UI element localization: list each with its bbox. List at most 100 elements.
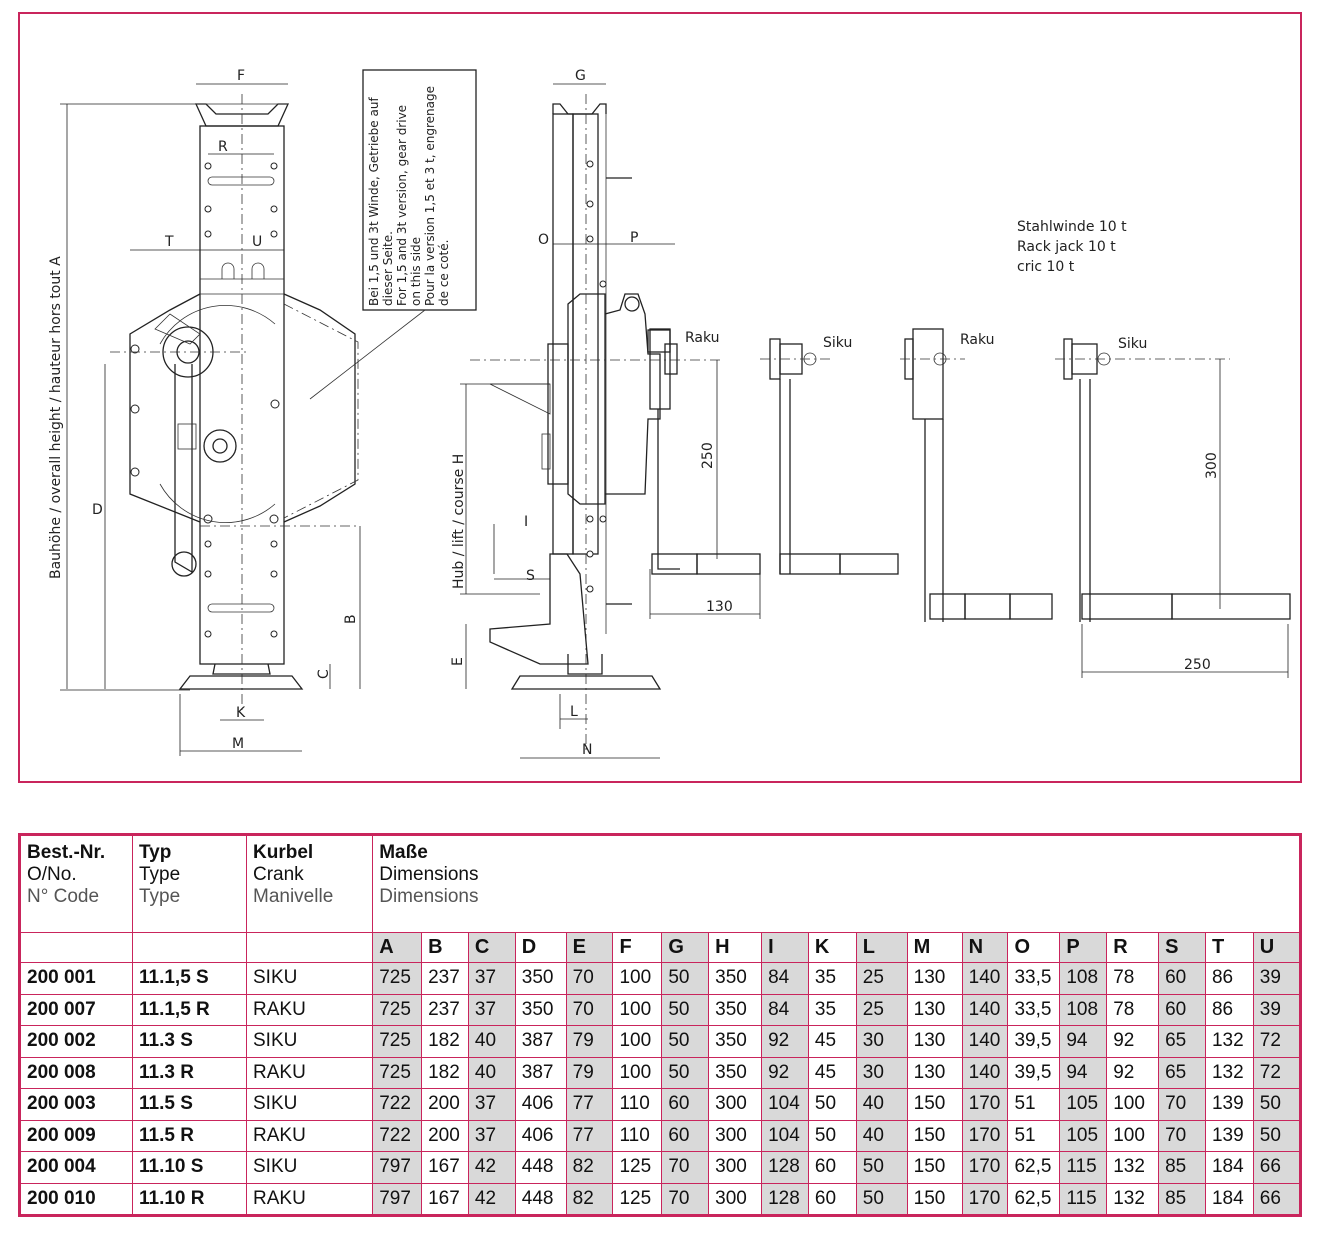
cell-dim-F: 125 bbox=[612, 1151, 663, 1184]
cell-dim-N: 140 bbox=[961, 1025, 1009, 1058]
cell-dim-I: 92 bbox=[761, 1056, 809, 1089]
cell-dim-A: 725 bbox=[372, 962, 423, 995]
dim-label-O: O bbox=[538, 232, 549, 248]
dim-label-P: P bbox=[630, 230, 638, 246]
column-header-O: O bbox=[1007, 931, 1061, 964]
cell-dim-B: 237 bbox=[421, 993, 469, 1026]
cell-dim-R: 132 bbox=[1106, 1182, 1160, 1215]
cell-dim-R: 92 bbox=[1106, 1025, 1160, 1058]
cell-type: 11.5 R bbox=[131, 1119, 248, 1152]
cell-dim-L: 30 bbox=[855, 1056, 908, 1089]
cell-dim-G: 50 bbox=[661, 993, 710, 1026]
column-header-B: B bbox=[421, 931, 469, 964]
cell-dim-G: 50 bbox=[661, 962, 710, 995]
cell-dim-O: 62,5 bbox=[1007, 1182, 1061, 1215]
dim-label-250-crank: 250 bbox=[1184, 657, 1211, 673]
jack-name: Stahlwinde 10 t Rack jack 10 t cric 10 t bbox=[1017, 219, 1131, 275]
cell-dim-R: 78 bbox=[1106, 962, 1160, 995]
svg-text:Bei 1,5 und 3t Winde, Getriebe: Bei 1,5 und 3t Winde, Getriebe auf diese… bbox=[367, 82, 451, 306]
cell-type: 11.1,5 S bbox=[131, 962, 248, 995]
cell-order-no: 200 003 bbox=[20, 1088, 133, 1121]
column-header-N: N bbox=[961, 931, 1009, 964]
cell-dim-E: 79 bbox=[565, 1025, 614, 1058]
cell-dim-B: 200 bbox=[421, 1088, 469, 1121]
cell-dim-U: 66 bbox=[1252, 1182, 1301, 1215]
cell-dim-G: 70 bbox=[661, 1182, 710, 1215]
cell-dim-F: 110 bbox=[612, 1119, 663, 1152]
cell-dim-U: 66 bbox=[1252, 1151, 1301, 1184]
cell-dim-H: 350 bbox=[708, 1056, 763, 1089]
cell-dim-P: 115 bbox=[1059, 1151, 1108, 1184]
cell-order-no: 200 002 bbox=[20, 1025, 133, 1058]
cell-dim-R: 100 bbox=[1106, 1119, 1160, 1152]
cell-dim-F: 100 bbox=[612, 1056, 663, 1089]
cell-order-no: 200 008 bbox=[20, 1056, 133, 1089]
cell-dim-G: 60 bbox=[661, 1088, 710, 1121]
cell-dim-H: 350 bbox=[708, 962, 763, 995]
dim-label-S: S bbox=[526, 568, 535, 584]
side-rack-teeth bbox=[586, 160, 607, 593]
dim-label-C: C bbox=[316, 669, 332, 679]
cell-dim-I: 128 bbox=[761, 1182, 809, 1215]
dim-label-R: R bbox=[218, 139, 228, 155]
gear-side-note: Bei 1,5 und 3t Winde, Getriebe auf diese… bbox=[309, 69, 477, 400]
column-header-D: D bbox=[514, 931, 567, 964]
column-header-T: T bbox=[1204, 931, 1254, 964]
cell-dim-O: 62,5 bbox=[1007, 1151, 1061, 1184]
cell-order-no: 200 007 bbox=[20, 993, 133, 1026]
cell-dim-E: 70 bbox=[565, 962, 614, 995]
cell-dim-E: 77 bbox=[565, 1088, 614, 1121]
cell-type: 11.3 S bbox=[131, 1025, 248, 1058]
cell-dim-M: 130 bbox=[906, 962, 963, 995]
cell-dim-D: 406 bbox=[514, 1088, 567, 1121]
column-header-K: K bbox=[807, 931, 857, 964]
cell-dim-P: 94 bbox=[1059, 1056, 1108, 1089]
cell-dim-I: 84 bbox=[761, 993, 809, 1026]
cell-dim-F: 100 bbox=[612, 962, 663, 995]
cell-dim-H: 300 bbox=[708, 1088, 763, 1121]
cell-crank: SIKU bbox=[245, 1025, 374, 1058]
dim-label-T: T bbox=[164, 234, 174, 250]
cell-dim-U: 72 bbox=[1252, 1025, 1301, 1058]
cell-dim-O: 33,5 bbox=[1007, 993, 1061, 1026]
cell-dim-T: 139 bbox=[1204, 1119, 1254, 1152]
side-view: 130 250 Raku G O P Hub / lift / course H… bbox=[450, 68, 761, 759]
cell-dim-P: 108 bbox=[1059, 962, 1108, 995]
cell-dim-I: 92 bbox=[761, 1025, 809, 1058]
cell-dim-C: 40 bbox=[467, 1056, 516, 1089]
header-type: Typ Type Type bbox=[131, 835, 248, 933]
cell-dim-F: 110 bbox=[612, 1088, 663, 1121]
dim-label-250-lift: 250 bbox=[700, 442, 716, 469]
cell-dim-N: 170 bbox=[961, 1151, 1009, 1184]
column-header-M: M bbox=[906, 931, 963, 964]
dim-label-B: B bbox=[343, 614, 359, 624]
cell-dim-L: 50 bbox=[855, 1182, 908, 1215]
cell-dim-K: 35 bbox=[807, 993, 857, 1026]
cell-dim-I: 128 bbox=[761, 1151, 809, 1184]
cell-dim-K: 35 bbox=[807, 962, 857, 995]
cell-dim-F: 125 bbox=[612, 1182, 663, 1215]
dim-label-G: G bbox=[575, 68, 586, 84]
crank-detail-raku-2: Raku bbox=[900, 328, 1053, 622]
crank-label-raku-2: Raku bbox=[960, 332, 995, 348]
front-view: Bauhöhe / overall height / hauteur hors … bbox=[48, 68, 361, 756]
header-crank: Kurbel Crank Manivelle bbox=[245, 835, 374, 933]
cell-dim-M: 150 bbox=[906, 1119, 963, 1152]
rack-holes bbox=[203, 162, 279, 638]
cell-dim-K: 50 bbox=[807, 1119, 857, 1152]
technical-drawing: Bauhöhe / overall height / hauteur hors … bbox=[18, 12, 1302, 783]
dim-label-F: F bbox=[237, 68, 245, 84]
cell-dim-M: 130 bbox=[906, 993, 963, 1026]
cell-dim-D: 448 bbox=[514, 1182, 567, 1215]
dim-label-E: E bbox=[450, 657, 466, 666]
rack-jack-drawing: Bauhöhe / overall height / hauteur hors … bbox=[48, 68, 1291, 759]
cell-dim-M: 150 bbox=[906, 1151, 963, 1184]
cell-order-no: 200 001 bbox=[20, 962, 133, 995]
dim-label-L: L bbox=[570, 704, 578, 720]
cell-dim-A: 722 bbox=[372, 1119, 423, 1152]
